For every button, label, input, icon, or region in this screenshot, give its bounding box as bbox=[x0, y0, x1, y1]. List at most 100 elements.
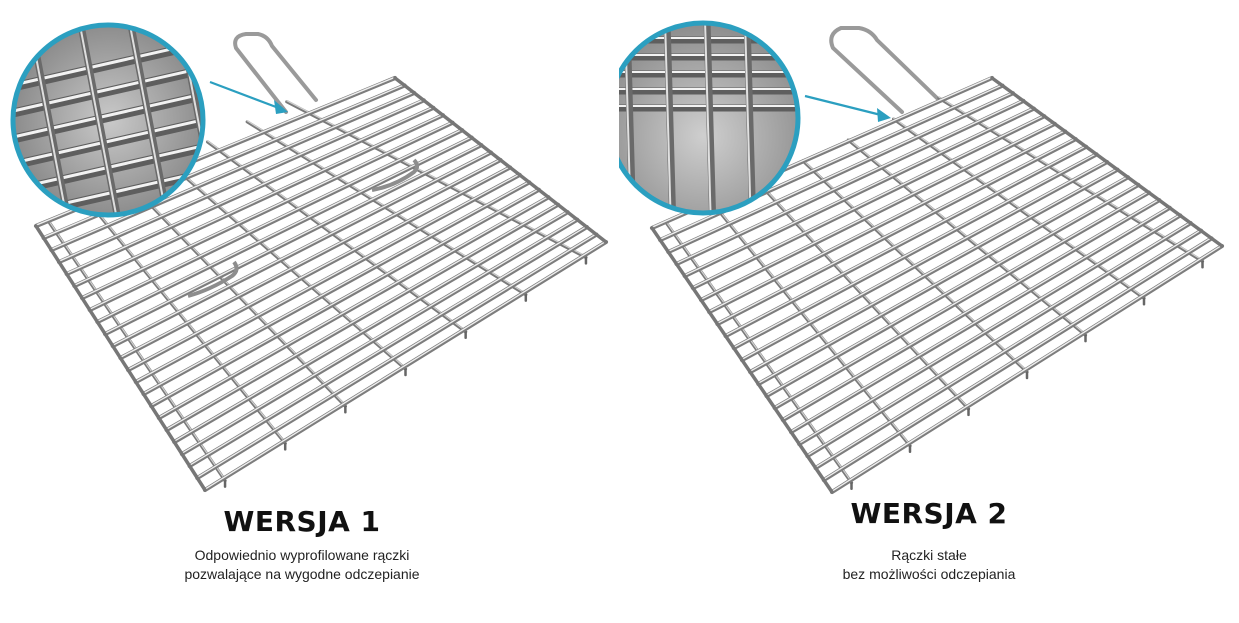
grate-bar bbox=[723, 144, 1089, 339]
grate-bar-highlight bbox=[692, 114, 1045, 288]
description-line: Rączki stałe bbox=[891, 547, 967, 563]
grate-cross-rod bbox=[206, 140, 468, 334]
zoom-bar bbox=[13, 87, 203, 147]
grate-bar-highlight bbox=[806, 221, 1192, 456]
product-version-2: WERSJA 2 Rączki stałe bez możliwości odc… bbox=[619, 0, 1239, 623]
grate-bar bbox=[110, 150, 494, 349]
grate-bar bbox=[748, 167, 1120, 375]
zoom-cross-rod bbox=[663, 23, 677, 213]
grate-bar-highlight bbox=[204, 240, 607, 490]
grate-bar bbox=[103, 142, 484, 337]
grate-bar-highlight bbox=[708, 129, 1066, 312]
grill-grate-image-1 bbox=[10, 22, 609, 493]
grate-cross-rod bbox=[166, 160, 408, 371]
handle bbox=[829, 26, 941, 114]
grate-bar-highlight bbox=[50, 91, 415, 250]
handle bbox=[233, 32, 318, 114]
grate-bar-highlight bbox=[150, 188, 540, 406]
grate-frame bbox=[393, 76, 608, 244]
grate-bar-highlight bbox=[798, 213, 1181, 444]
product-description: Odpowiednio wyprofilowane rączki pozwala… bbox=[0, 546, 612, 584]
grate-cross-rod-highlight bbox=[127, 180, 346, 406]
grate-bar-highlight bbox=[749, 168, 1119, 372]
product-title: WERSJA 1 bbox=[223, 505, 381, 538]
grate-bar-highlight bbox=[675, 99, 1025, 264]
description-line: bez możliwości odczepiania bbox=[842, 566, 1016, 582]
grate-bar bbox=[118, 157, 503, 361]
grate-bar-highlight bbox=[188, 225, 588, 466]
grate-bar-highlight bbox=[790, 206, 1171, 432]
grate-bar-highlight bbox=[142, 180, 530, 394]
grate-bar bbox=[731, 152, 1099, 351]
zoom-bar bbox=[13, 61, 203, 121]
grate-bar-highlight bbox=[165, 203, 559, 430]
grate-frame bbox=[34, 224, 207, 492]
grate-bar bbox=[72, 113, 446, 289]
zoom-cross-rod-highlight bbox=[664, 23, 672, 213]
zoom-bar-highlight bbox=[13, 88, 203, 142]
grate-bar-highlight bbox=[66, 106, 435, 274]
grate-bar bbox=[666, 91, 1016, 255]
grate-bar-highlight bbox=[158, 195, 550, 418]
grate-bar bbox=[56, 98, 426, 265]
grate-bar bbox=[682, 106, 1036, 279]
zoom-cross-rod-highlight bbox=[744, 23, 752, 213]
grate-bar bbox=[715, 136, 1078, 327]
grate-bar-highlight bbox=[757, 175, 1129, 384]
grate-bar-highlight bbox=[181, 218, 578, 454]
grate-bar-highlight bbox=[73, 113, 444, 286]
grate-bar bbox=[141, 180, 532, 397]
zoom-bar bbox=[13, 113, 203, 173]
grate-bar-highlight bbox=[716, 137, 1077, 324]
grate-bar bbox=[87, 128, 465, 313]
pointer-arrow bbox=[209, 80, 288, 114]
zoom-cross-rod bbox=[743, 23, 757, 213]
grate-bar bbox=[690, 114, 1047, 291]
grate-bar-highlight bbox=[765, 183, 1140, 396]
product-title: WERSJA 2 bbox=[850, 497, 1008, 530]
grate-bar-highlight bbox=[96, 136, 473, 322]
grate-bar-highlight bbox=[831, 244, 1223, 492]
zoom-cross-rod-highlight bbox=[78, 25, 120, 215]
grate-bar-highlight bbox=[724, 145, 1087, 336]
grate-bar-highlight bbox=[774, 191, 1150, 408]
grate-bar-highlight bbox=[173, 210, 569, 442]
handle-clip bbox=[187, 158, 419, 298]
zoom-cross-rod-highlight bbox=[704, 23, 712, 213]
grate-bar-highlight bbox=[684, 107, 1035, 276]
grate-bar-highlight bbox=[104, 143, 483, 334]
grate-cross-rod bbox=[126, 180, 347, 408]
description-line: pozwalające na wygodne odczepianie bbox=[184, 566, 420, 582]
grate-bar-highlight bbox=[782, 198, 1160, 420]
grate-bar bbox=[698, 121, 1057, 303]
zoom-ring bbox=[619, 20, 801, 216]
zoom-bar-highlight bbox=[13, 114, 203, 168]
grate-frame bbox=[990, 76, 1224, 248]
pointer-arrow bbox=[804, 94, 891, 122]
zoom-ring bbox=[10, 22, 206, 218]
grate-bar bbox=[79, 120, 455, 301]
grate-bar-highlight bbox=[119, 158, 502, 358]
grate bbox=[649, 75, 1225, 495]
zoom-bar-highlight bbox=[13, 62, 203, 116]
grate bbox=[33, 75, 609, 493]
grate-bar-highlight bbox=[741, 160, 1108, 360]
zoom-detail bbox=[619, 20, 801, 216]
grate-bar-highlight bbox=[733, 152, 1098, 348]
grate-bar-highlight bbox=[667, 91, 1014, 252]
grate-bar bbox=[739, 159, 1110, 363]
grate-bar-highlight bbox=[81, 121, 454, 298]
grate-bar-highlight bbox=[823, 236, 1213, 480]
grate-bar-highlight bbox=[112, 151, 492, 346]
grate-cross-rod-highlight bbox=[167, 160, 407, 369]
grate-bar bbox=[95, 135, 474, 325]
grill-grate-image-2 bbox=[619, 20, 1225, 495]
grate-bar-highlight bbox=[814, 229, 1202, 468]
grate-bar bbox=[126, 165, 513, 373]
grate-bar bbox=[49, 90, 417, 253]
grate-bar-highlight bbox=[89, 128, 463, 310]
grate-bar-highlight bbox=[58, 98, 425, 262]
grate-bar bbox=[133, 172, 522, 385]
grate-bar bbox=[707, 129, 1068, 315]
